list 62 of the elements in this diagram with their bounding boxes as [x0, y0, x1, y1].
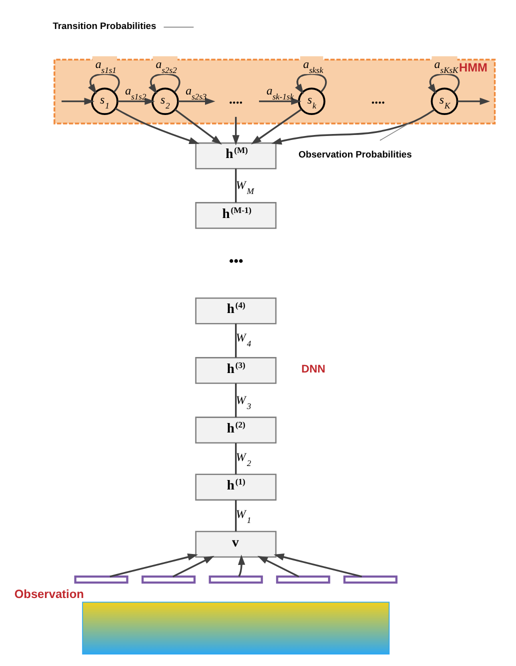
arrow	[457, 98, 490, 105]
node-bracket	[343, 576, 398, 584]
edge-label: a$_{sk-1sk}$	[266, 84, 294, 102]
arrow	[428, 73, 460, 94]
label: ....	[371, 92, 385, 107]
node-box: v	[195, 530, 277, 558]
edge-label: a$_{sksk}$	[303, 56, 324, 75]
edge-label: a$_{s1s2}$	[125, 84, 146, 102]
edge-label: W$_{3}$	[236, 392, 252, 411]
edge-label: W$_{M}$	[236, 178, 254, 196]
node-text: ....	[229, 92, 243, 107]
arrow	[295, 73, 327, 94]
connector	[235, 442, 237, 474]
arrow	[238, 554, 246, 577]
node-text: •••	[229, 254, 244, 269]
edge-label: a$_{sKsK}$	[434, 56, 458, 75]
arrow	[148, 73, 180, 94]
node-box: h$^{(1)}$	[195, 474, 277, 501]
node-box: h$^{(3)}$	[195, 357, 277, 384]
arrow	[232, 116, 240, 146]
node-circle: s$_{1}$	[90, 88, 118, 116]
node-box: h$^{(M)}$	[195, 142, 277, 170]
node-box: h$^{(2)}$	[195, 416, 277, 444]
node-circle: s$_{K}$	[430, 88, 458, 116]
arrow	[174, 108, 222, 145]
edge-label: a$_{s2s2}$	[156, 56, 177, 75]
edge-label: a$_{s1s1}$	[95, 56, 116, 75]
node-bracket	[74, 576, 128, 584]
arrow	[110, 554, 198, 578]
connector	[163, 26, 194, 28]
connector	[235, 500, 237, 532]
arrow	[114, 108, 200, 144]
node-box: h$^{(M-1)}$	[195, 202, 277, 229]
edge-label: a$_{s2s3}$	[186, 84, 207, 102]
node-text: Observation Probabilities	[298, 149, 412, 160]
edge-label: W$_{2}$	[236, 450, 252, 468]
node-bracket	[208, 576, 263, 584]
arrow	[251, 108, 302, 144]
arrow	[118, 98, 155, 105]
node-circle: s$_{k}$	[298, 88, 326, 116]
arrow	[172, 556, 214, 578]
node-box: h$^{(4)}$	[195, 297, 277, 324]
connector	[235, 168, 237, 203]
node-circle: s$_{2}$	[151, 88, 179, 116]
label: DNN	[301, 364, 326, 376]
arrow	[274, 554, 362, 578]
arrow	[178, 98, 216, 105]
node-bracket	[276, 576, 330, 584]
node-picture	[82, 602, 390, 655]
node-bracket	[142, 576, 196, 584]
connector	[235, 383, 237, 418]
arrow	[271, 108, 435, 145]
node-label: Observation	[14, 587, 84, 602]
edge-label: W$_{1}$	[236, 506, 252, 525]
connector	[235, 324, 237, 358]
arrow	[62, 98, 94, 105]
arrow	[257, 556, 300, 578]
edge-label: W$_{4}$	[236, 330, 252, 349]
arrow	[88, 73, 120, 94]
node-text: Transition Probabilities	[52, 20, 156, 31]
arrow	[259, 98, 302, 105]
connector	[380, 123, 410, 141]
